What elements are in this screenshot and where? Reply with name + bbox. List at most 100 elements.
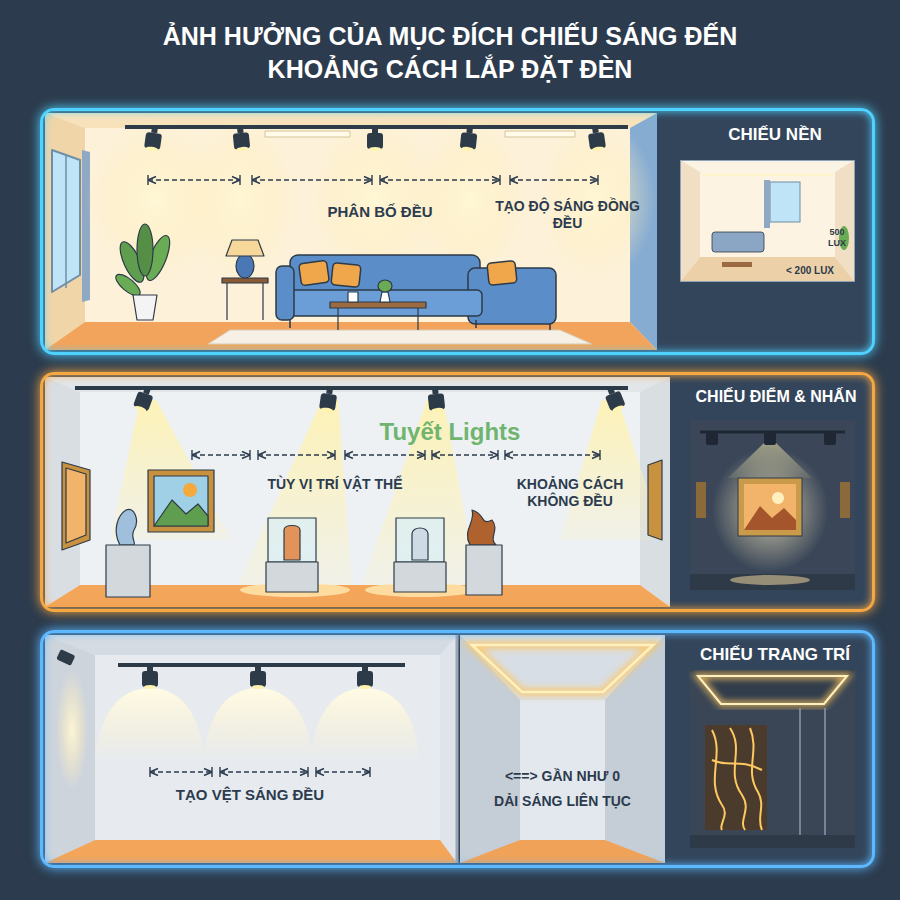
- inset-gallery: [690, 420, 855, 590]
- gallery-room-part: [45, 377, 670, 607]
- gallery-room-part: [45, 377, 670, 392]
- wash-room-part: [45, 635, 457, 863]
- inset-room-part: [722, 262, 752, 267]
- gallery-room-part-part: [427, 387, 445, 413]
- gallery-room-part: [560, 400, 664, 540]
- living-room-part-part-part: [369, 147, 381, 151]
- scene-box: TẠO VỆT SÁNG ĐỀU: [45, 635, 457, 863]
- living-room-part: [45, 113, 657, 350]
- inset-room-part: [680, 257, 855, 282]
- wash-room-part-part-part: [250, 671, 266, 687]
- coffee-table: [330, 280, 426, 330]
- gallery-room-part-part-part: [326, 388, 333, 395]
- coffee-table-part: [337, 308, 338, 330]
- gallery-room-part-part-part: [431, 407, 443, 412]
- sofa-part: [549, 324, 551, 330]
- living-room-part: [144, 126, 607, 152]
- wash-room-part: [56, 649, 75, 666]
- gallery-room-part-part-part: [134, 405, 147, 413]
- dimension-line-part: [316, 771, 370, 773]
- plant-part: [137, 224, 153, 276]
- inset-gallery-part: [690, 574, 855, 590]
- living-room-part-part-part: [462, 146, 474, 151]
- inset-decor-part: [690, 670, 855, 848]
- living-room-part: [208, 330, 592, 344]
- dimension-line-part: [510, 179, 598, 181]
- living-room-part: [52, 150, 80, 292]
- panel-heading: CHIẾU TRANG TRÍ: [680, 645, 870, 665]
- wash-room-part-part-part: [255, 665, 261, 671]
- wash-room-part-part-part: [142, 671, 158, 687]
- purpose-panel: CHIẾU TRANG TRÍ TẠO VỆT SÁNG ĐỀU <==> GẦN …: [40, 630, 875, 868]
- watermark: Tuyết Lights: [345, 418, 555, 447]
- gallery-room-part: [238, 400, 352, 585]
- cove-room-part: [456, 635, 459, 863]
- inset-gallery-part: [772, 492, 784, 504]
- living-room-part-part-part: [237, 127, 244, 134]
- inset-gallery-part-part: [824, 433, 836, 445]
- sofa-part: [331, 263, 361, 288]
- pedestal-part: [412, 528, 428, 560]
- pedestal-part: [394, 562, 446, 592]
- gallery-room-part-part-part: [612, 404, 625, 412]
- pedestal: [106, 509, 502, 597]
- panel-heading: CHIẾU ĐIỂM & NHẤN: [680, 387, 872, 406]
- living-room-part: [265, 131, 350, 137]
- scene-caption: < 200 LUX: [771, 265, 849, 277]
- wash-room-part: [310, 688, 420, 762]
- inset-room-part: [702, 173, 833, 178]
- dimension-line: [192, 454, 600, 456]
- scene-caption: TÙY VỊ TRÍ VẬT THỂ: [265, 476, 405, 493]
- side-table-part: [262, 283, 263, 320]
- wash-room-part: [203, 688, 313, 762]
- panel-ground: [40, 630, 875, 868]
- dimension-line-part: [432, 454, 498, 456]
- pedestal-part: [116, 509, 136, 545]
- dimension-line-part: [380, 179, 500, 181]
- gallery-room-part: [132, 385, 626, 413]
- sofa-part: [487, 261, 517, 286]
- inset-decor-part: [705, 725, 767, 830]
- inset-room-part: [680, 160, 855, 282]
- inset-decor-part-part: [712, 760, 762, 770]
- painting-part: [154, 500, 208, 526]
- inset-decor-part: [698, 676, 847, 704]
- cove-room-part: [472, 645, 653, 692]
- gallery-room-part: [75, 386, 628, 390]
- pedestal-part: [467, 510, 496, 545]
- living-room-part: [45, 113, 85, 350]
- living-room-part: [180, 115, 300, 285]
- wash-room-part-part: [250, 665, 266, 689]
- side-table: [222, 240, 268, 320]
- scene-caption: <==> GẦN NHƯ 0: [465, 768, 660, 785]
- wash-room-part-part-part: [144, 685, 156, 689]
- painting-part: [62, 462, 90, 550]
- inset-room: [680, 160, 855, 282]
- wash-room-part-part: [142, 665, 158, 689]
- inset-room-part: [680, 160, 855, 172]
- living-room-part-part-part: [236, 146, 248, 151]
- inset-gallery-part: [738, 478, 802, 536]
- pedestal-part: [466, 545, 502, 595]
- coffee-table-part: [378, 280, 392, 292]
- wash-room-part: [142, 665, 373, 689]
- sofa-part: [289, 320, 291, 328]
- inset-decor-part-part: [712, 730, 725, 830]
- dimension-line-part: [258, 454, 335, 456]
- scene-box: PHÂN BỐ ĐỀUTẠO ĐỘ SÁNG ĐỒNG ĐỀU: [45, 113, 657, 350]
- inset-box: 500 LUX< 200 LUX: [680, 160, 855, 282]
- living-room-part-part-part: [592, 146, 604, 152]
- painting: [62, 460, 662, 550]
- dimension-line-part: [252, 179, 372, 181]
- gallery-room: [45, 377, 670, 607]
- cove-room-part: [460, 635, 665, 863]
- inset-decor-part: [698, 676, 847, 704]
- inset-room-part: [702, 174, 833, 176]
- inset-room-part: [700, 172, 835, 257]
- inset-gallery-part: [706, 433, 836, 445]
- living-room: [45, 113, 657, 350]
- living-room-part-part: [232, 126, 250, 152]
- living-room-part-part-part: [466, 127, 473, 134]
- pedestal-part: [106, 545, 150, 597]
